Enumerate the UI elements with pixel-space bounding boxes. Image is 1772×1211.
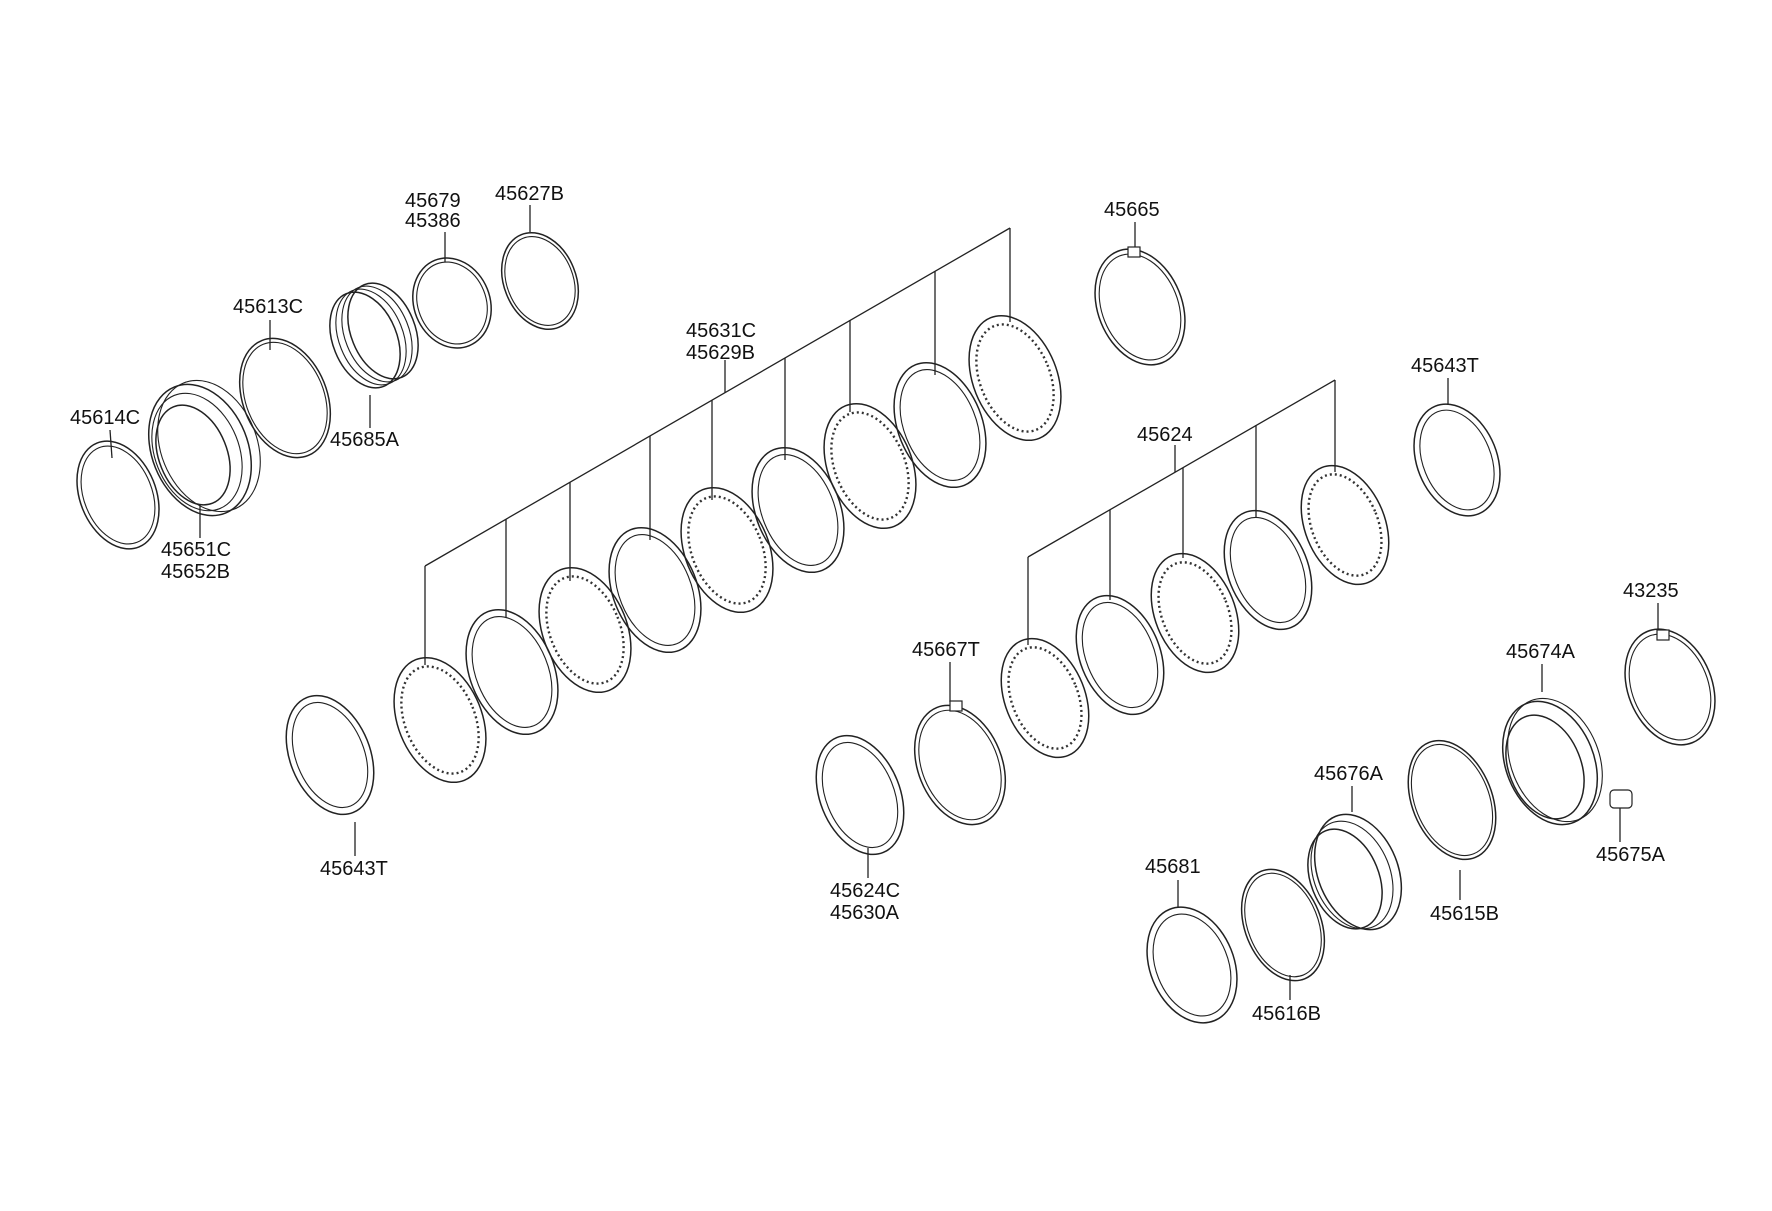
plate-45643T-top bbox=[1413, 403, 1501, 517]
label-45665: 45665 bbox=[1104, 199, 1160, 221]
clutch-pack-45631C bbox=[393, 314, 1062, 784]
label-43235: 43235 bbox=[1623, 580, 1679, 602]
leader-lines bbox=[109, 205, 1659, 1000]
label-45630A: 45630A bbox=[830, 902, 900, 924]
label-45643T-bottom: 45643T bbox=[320, 858, 388, 880]
label-45674A: 45674A bbox=[1506, 641, 1576, 663]
ring-45679 bbox=[412, 257, 492, 349]
label-45624: 45624 bbox=[1137, 424, 1193, 446]
friction-disc bbox=[968, 314, 1062, 442]
friction-disc bbox=[680, 486, 774, 614]
steel-plate bbox=[893, 361, 987, 489]
steel-plate bbox=[1075, 594, 1165, 716]
friction-disc bbox=[538, 566, 632, 694]
friction-disc bbox=[1000, 637, 1090, 759]
label-45613C: 45613C bbox=[233, 296, 303, 318]
spring-assembly-45676A bbox=[1307, 813, 1403, 931]
steel-plate bbox=[751, 446, 845, 574]
label-45616B: 45616B bbox=[1252, 1003, 1321, 1025]
snap-ring-45667T bbox=[913, 700, 1007, 826]
label-45681: 45681 bbox=[1145, 856, 1201, 878]
snap-ring-43235 bbox=[1624, 628, 1716, 746]
snap-ring-45665 bbox=[1094, 246, 1186, 366]
label-45631C: 45631C bbox=[686, 320, 756, 342]
label-45679: 45679 bbox=[405, 190, 461, 212]
piston-45651C bbox=[147, 379, 261, 517]
friction-disc bbox=[393, 656, 487, 784]
label-45615B: 45615B bbox=[1430, 903, 1499, 925]
snap-ring-45614C bbox=[76, 440, 160, 550]
ring-45613C bbox=[238, 337, 332, 459]
label-45629B: 45629B bbox=[686, 342, 755, 364]
label-45614C: 45614C bbox=[70, 407, 140, 429]
friction-disc bbox=[1300, 464, 1390, 586]
retainer-45685A bbox=[329, 282, 419, 389]
ring-45681 bbox=[1146, 906, 1238, 1024]
plate-45643T-bottom bbox=[285, 694, 375, 816]
clutch-pack-45624 bbox=[1000, 464, 1390, 759]
label-45685A: 45685A bbox=[330, 429, 400, 451]
label-45652B: 45652B bbox=[161, 561, 230, 583]
steel-plate bbox=[1223, 509, 1313, 631]
ring-45616B bbox=[1240, 868, 1326, 982]
label-45643T-top: 45643T bbox=[1411, 355, 1479, 377]
label-45627B: 45627B bbox=[495, 183, 564, 205]
bracket-45624 bbox=[1027, 379, 1336, 645]
pin-45675A bbox=[1609, 789, 1633, 809]
label-45386: 45386 bbox=[405, 210, 461, 232]
ring-45615B bbox=[1407, 739, 1497, 861]
label-45667T: 45667T bbox=[912, 639, 980, 661]
plate-45624C bbox=[815, 734, 905, 856]
steel-plate bbox=[608, 526, 702, 654]
steel-plate bbox=[465, 608, 559, 736]
bracket-45631C bbox=[424, 227, 1011, 665]
label-45624C: 45624C bbox=[830, 880, 900, 902]
piston-45674A bbox=[1501, 697, 1603, 826]
label-45676A: 45676A bbox=[1314, 763, 1384, 785]
ring-45627B bbox=[500, 231, 580, 331]
label-45675A: 45675A bbox=[1596, 844, 1666, 866]
label-45651C: 45651C bbox=[161, 539, 231, 561]
friction-disc bbox=[1150, 552, 1240, 674]
friction-disc bbox=[823, 402, 917, 530]
